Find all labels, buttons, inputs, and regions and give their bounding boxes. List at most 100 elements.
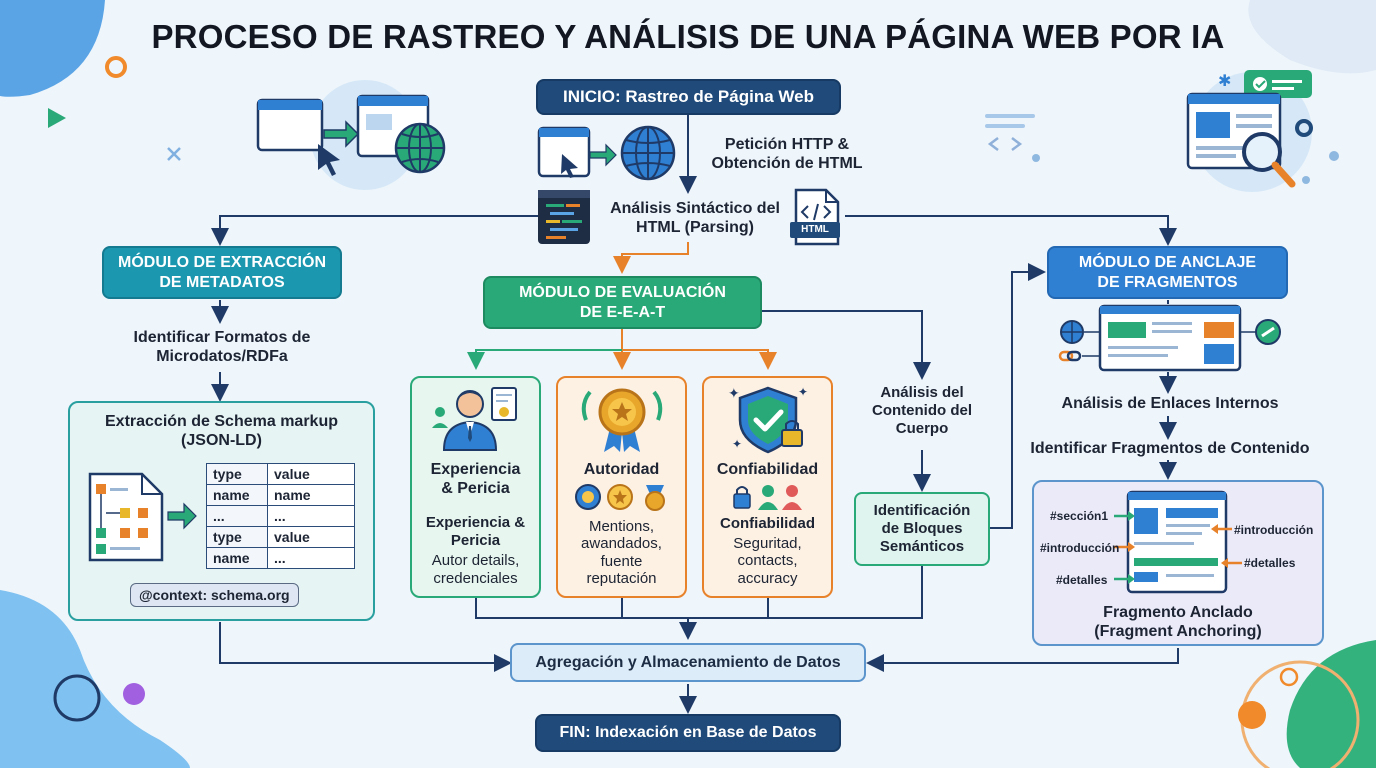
experience-card-title: Experiencia & Pericia [414,460,537,498]
body-analysis-line3: Cuerpo [895,420,949,437]
eeat-title-line1: MÓDULO DE EVALUACIÓN [519,284,726,302]
table-cell: type [206,526,268,548]
aggregation-step: Agregación y Almacenamiento de Datos [510,643,866,682]
authority-desc-line4: reputación [586,569,657,587]
end-step: FIN: Indexación en Base de Datos [535,714,841,752]
semantic-blocks-step: Identificación de Bloques Semánticos [854,492,990,566]
svg-text:✦: ✦ [728,386,740,402]
experience-title-line2: & Pericia [441,480,510,498]
experience-sub-line1: Experiencia & [425,514,526,531]
http-step-line1: Petición HTTP & [724,136,850,153]
trust-desc-line3: accuracy [737,569,798,587]
identify-fragments-step: Identificar Fragmentos de Contenido [1030,440,1310,457]
metadata-module-title-line2: DE METADATOS [159,273,285,291]
authority-card-title: Autoridad [583,461,660,478]
code-editor-icon [538,190,590,244]
internal-links-step: Análisis de Enlaces Internos [1061,395,1279,412]
page-title: PROCESO DE RASTREO Y ANÁLISIS DE UNA PÁG… [151,18,1225,55]
json-document-icon [88,472,197,562]
html-document-icon [790,188,840,246]
svg-text:✦: ✦ [798,385,808,399]
trust-desc-line2: contacts, [737,552,798,570]
start-label: INICIO: Rastreo de Página Web [563,87,814,106]
microdata-step-line2: Microdatos/RDFa [156,348,288,366]
table-row: name... [206,547,355,569]
fragment-label: #introducción [1040,541,1120,555]
trust-card-title: Confiabilidad [716,461,819,478]
http-step-line2: Obtención de HTML [711,155,863,173]
body-analysis-line1: Análisis del [880,384,964,401]
award-medal-icon [581,388,663,452]
anchor-title-line2: DE FRAGMENTOS [1097,273,1238,291]
authority-desc-line3: fuente [600,552,643,570]
microdata-step-line1: Identificar Formatos de [133,329,311,346]
metadata-module-title-line1: MÓDULO DE EXTRACCIÓN [118,254,326,272]
trust-desc-line1: Seguritad, [733,535,802,552]
svg-text:✱: ✱ [1218,71,1231,90]
fragment-caption-line2: (Fragment Anchoring) [1094,623,1262,641]
internal-links-illustration [1058,304,1281,372]
browser-transfer-illustration [256,80,446,190]
authority-card-description: Mentions, awandados, fuente reputación [560,518,683,587]
schema-title-line2: (JSON-LD) [181,432,262,450]
html-doc-label: HTML [801,224,829,235]
table-cell: name [267,484,355,506]
experience-card-subtitle: Experiencia & Pericia [414,514,537,550]
table-cell: ... [267,505,355,527]
body-analysis-label: Análisis del Contenido del Cuerpo [858,384,986,438]
anchor-module-header: MÓDULO DE ANCLAJE DE FRAGMENTOS [1047,246,1288,299]
fragment-arrows [1114,511,1242,584]
semantic-blocks-line1: Identificación [873,502,971,519]
body-analysis-line2: Contenido del [872,402,972,419]
experience-card-description: Autor details, credenciales [414,552,537,588]
table-cell: type [206,463,268,485]
table-cell: value [267,463,355,485]
fragment-label: #detalles [1244,556,1296,570]
experience-desc-line2: credenciales [433,570,518,587]
http-step-label: Petición HTTP & Obtención de HTML [698,135,876,173]
parse-step-line1: Análisis Sintáctico del [610,200,780,217]
authority-desc-line1: Mentions, [588,518,655,535]
fragment-caption-line1: Fragmento Anclado [1103,604,1253,621]
authority-desc-line2: awandados, [581,535,662,553]
experience-title-line1: Experiencia [430,461,521,478]
fragment-label: #sección1 [1050,509,1109,523]
table-cell: value [267,526,355,548]
schema-extraction-title: Extracción de Schema markup (JSON-LD) [78,412,365,450]
schema-title-line1: Extracción de Schema markup [105,413,338,430]
table-cell: name [206,484,268,506]
fragment-page-illustration [1126,490,1228,594]
semantic-blocks-line2: de Bloques [881,520,963,537]
trust-card-description: Seguritad, contacts, accuracy [706,535,829,587]
shield-lock-icon: ✦ ✦ ✦ [728,385,808,454]
trust-card-subtitle: Confiabilidad [720,515,815,532]
table-cell: ... [267,547,355,569]
fragment-label: #introducción [1234,523,1314,537]
svg-text:✦: ✦ [732,437,742,451]
trust-people-icons [733,485,802,510]
table-cell: ... [206,505,268,527]
experience-desc-line1: Autor details, [431,552,520,569]
semantic-blocks-line3: Semánticos [879,538,965,555]
microdata-step-label: Identificar Formatos de Microdatos/RDFa [110,328,334,366]
table-cell: name [206,547,268,569]
fragment-label: #detalles [1056,573,1108,587]
eeat-module-header: MÓDULO DE EVALUACIÓN DE E-E-A-T [483,276,762,329]
context-chip: @context: schema.org [130,583,299,607]
expert-person-icon [432,387,517,451]
metadata-module-header: MÓDULO DE EXTRACCIÓN DE METADATOS [102,246,342,299]
experience-sub-line2: Pericia [450,532,501,549]
eeat-title-line2: DE E-E-A-T [579,303,666,321]
fragment-anchoring-caption: Fragmento Anclado (Fragment Anchoring) [1042,603,1314,641]
anchor-title-line1: MÓDULO DE ANCLAJE [1078,254,1257,272]
parse-step-label: Análisis Sintáctico del HTML (Parsing) [598,199,792,237]
http-request-icons [537,125,676,181]
web-analysis-illustration: ✱ [1186,70,1313,192]
parse-step-line2: HTML (Parsing) [636,219,754,237]
start-step: INICIO: Rastreo de Página Web [536,79,841,115]
table-row: ...... [206,505,355,527]
